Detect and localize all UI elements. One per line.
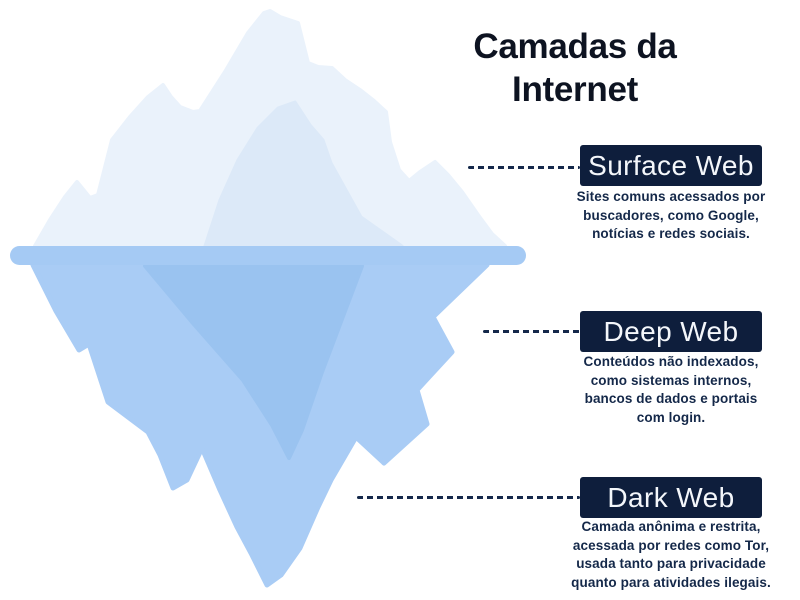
dark-web-description: Camada anônima e restrita, acessada por … — [552, 518, 790, 592]
description-line: acessada por redes como Tor, — [572, 537, 770, 553]
deep-web-label: Deep Web — [603, 315, 739, 347]
surface-web-label-box: Surface Web — [580, 145, 762, 186]
description-line: Conteúdos não indexados, — [583, 354, 759, 369]
deep-web-connector-line — [483, 330, 580, 333]
description-line: quanto para atividades ilegais. — [571, 574, 771, 590]
description-line: com login. — [636, 409, 706, 425]
iceberg-above-water-shade — [203, 100, 404, 248]
dark-web-label-box: Dark Web — [580, 477, 762, 518]
waterline-bar — [10, 246, 526, 265]
description-line: Sites comuns acessados por — [576, 189, 766, 204]
description-line: como sistemas internos, — [590, 372, 752, 388]
surface-web-description: Sites comuns acessados por buscadores, c… — [552, 188, 790, 244]
dark-web-connector-line — [357, 496, 580, 499]
dark-web-label: Dark Web — [607, 481, 735, 513]
description-line: bancos de dados e portais — [584, 391, 758, 406]
surface-web-connector-line — [468, 166, 580, 169]
page-title: Camadas da Internet — [473, 27, 677, 110]
description-line: buscadores, como Google, — [583, 207, 759, 223]
description-line: usada tanto para privacidade — [576, 556, 766, 571]
deep-web-label-box: Deep Web — [580, 311, 762, 352]
surface-web-label: Surface Web — [588, 149, 754, 181]
iceberg-below-water-core — [143, 264, 364, 460]
deep-web-description: Conteúdos não indexados, como sistemas i… — [552, 353, 790, 427]
description-line: notícias e redes sociais. — [592, 226, 750, 241]
description-line: Camada anônima e restrita, — [581, 519, 761, 534]
iceberg-below-water — [30, 262, 490, 588]
